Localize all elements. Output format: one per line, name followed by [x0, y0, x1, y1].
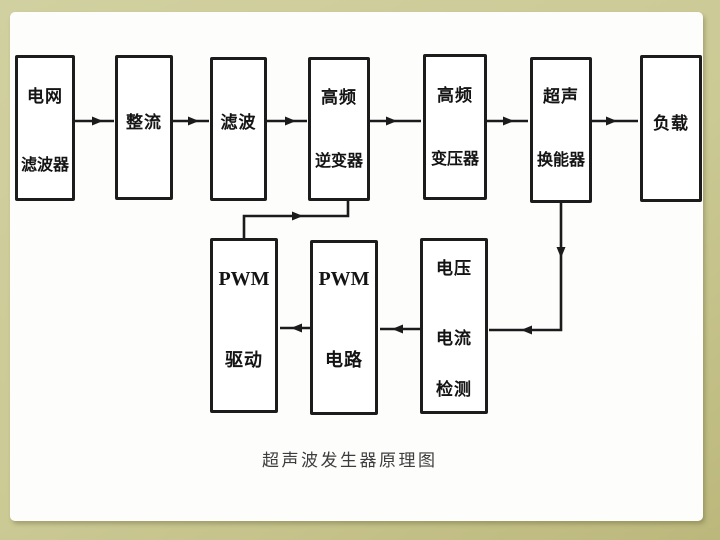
block-transducer: 超声 换能器: [530, 57, 592, 203]
block-label: 滤波: [220, 113, 257, 132]
block-label: 高频: [321, 88, 357, 107]
block-label: 逆变器: [314, 153, 363, 170]
block-hf-inverter: 高频 逆变器: [308, 57, 370, 201]
block-label: PWM: [218, 268, 270, 290]
block-pwm-drive: PWM 驱动: [210, 238, 278, 413]
block-label: 检测: [436, 380, 472, 399]
block-label: 电压: [436, 259, 472, 278]
block-label: 滤波器: [20, 157, 69, 174]
block-mains-filter: 电网 滤波器: [15, 55, 75, 201]
block-label: 高频: [437, 86, 473, 105]
arrow-pwm-drive-to-inverter: [242, 201, 350, 238]
block-label: 整流: [126, 113, 162, 132]
block-label: 负载: [653, 114, 689, 133]
arrow-transformer-to-transducer: [487, 116, 528, 126]
block-label: 变压器: [430, 151, 479, 168]
arrow-mains-to-rectifier: [74, 116, 114, 126]
arrow-inverter-to-transformer: [370, 116, 421, 126]
block-pwm-circuit: PWM 电路: [310, 240, 378, 415]
block-rectifier: 整流: [115, 55, 173, 200]
block-filter: 滤波: [210, 57, 267, 201]
block-label: 换能器: [536, 152, 585, 169]
diagram-caption: 超声波发生器原理图: [262, 451, 438, 470]
arrow-transducer-to-detection: [489, 202, 566, 335]
arrow-transducer-to-load: [592, 116, 638, 126]
block-label: 驱动: [225, 350, 263, 370]
block-load: 负载: [640, 55, 702, 202]
block-label: 电网: [27, 87, 63, 106]
arrow-filter-to-inverter: [267, 116, 307, 126]
arrow-rectifier-to-filter: [173, 116, 209, 126]
block-label: 电流: [436, 329, 472, 348]
block-hf-transformer: 高频 变压器: [423, 54, 487, 200]
block-label: 超声: [543, 87, 579, 106]
block-vi-detection: 电压 电流 检测: [420, 238, 488, 414]
arrow-pwm-circuit-to-pwm-drive: [280, 323, 310, 333]
block-label: 电路: [325, 350, 363, 370]
block-label: PWM: [318, 268, 370, 290]
arrow-detection-to-pwm-circuit: [380, 324, 420, 334]
